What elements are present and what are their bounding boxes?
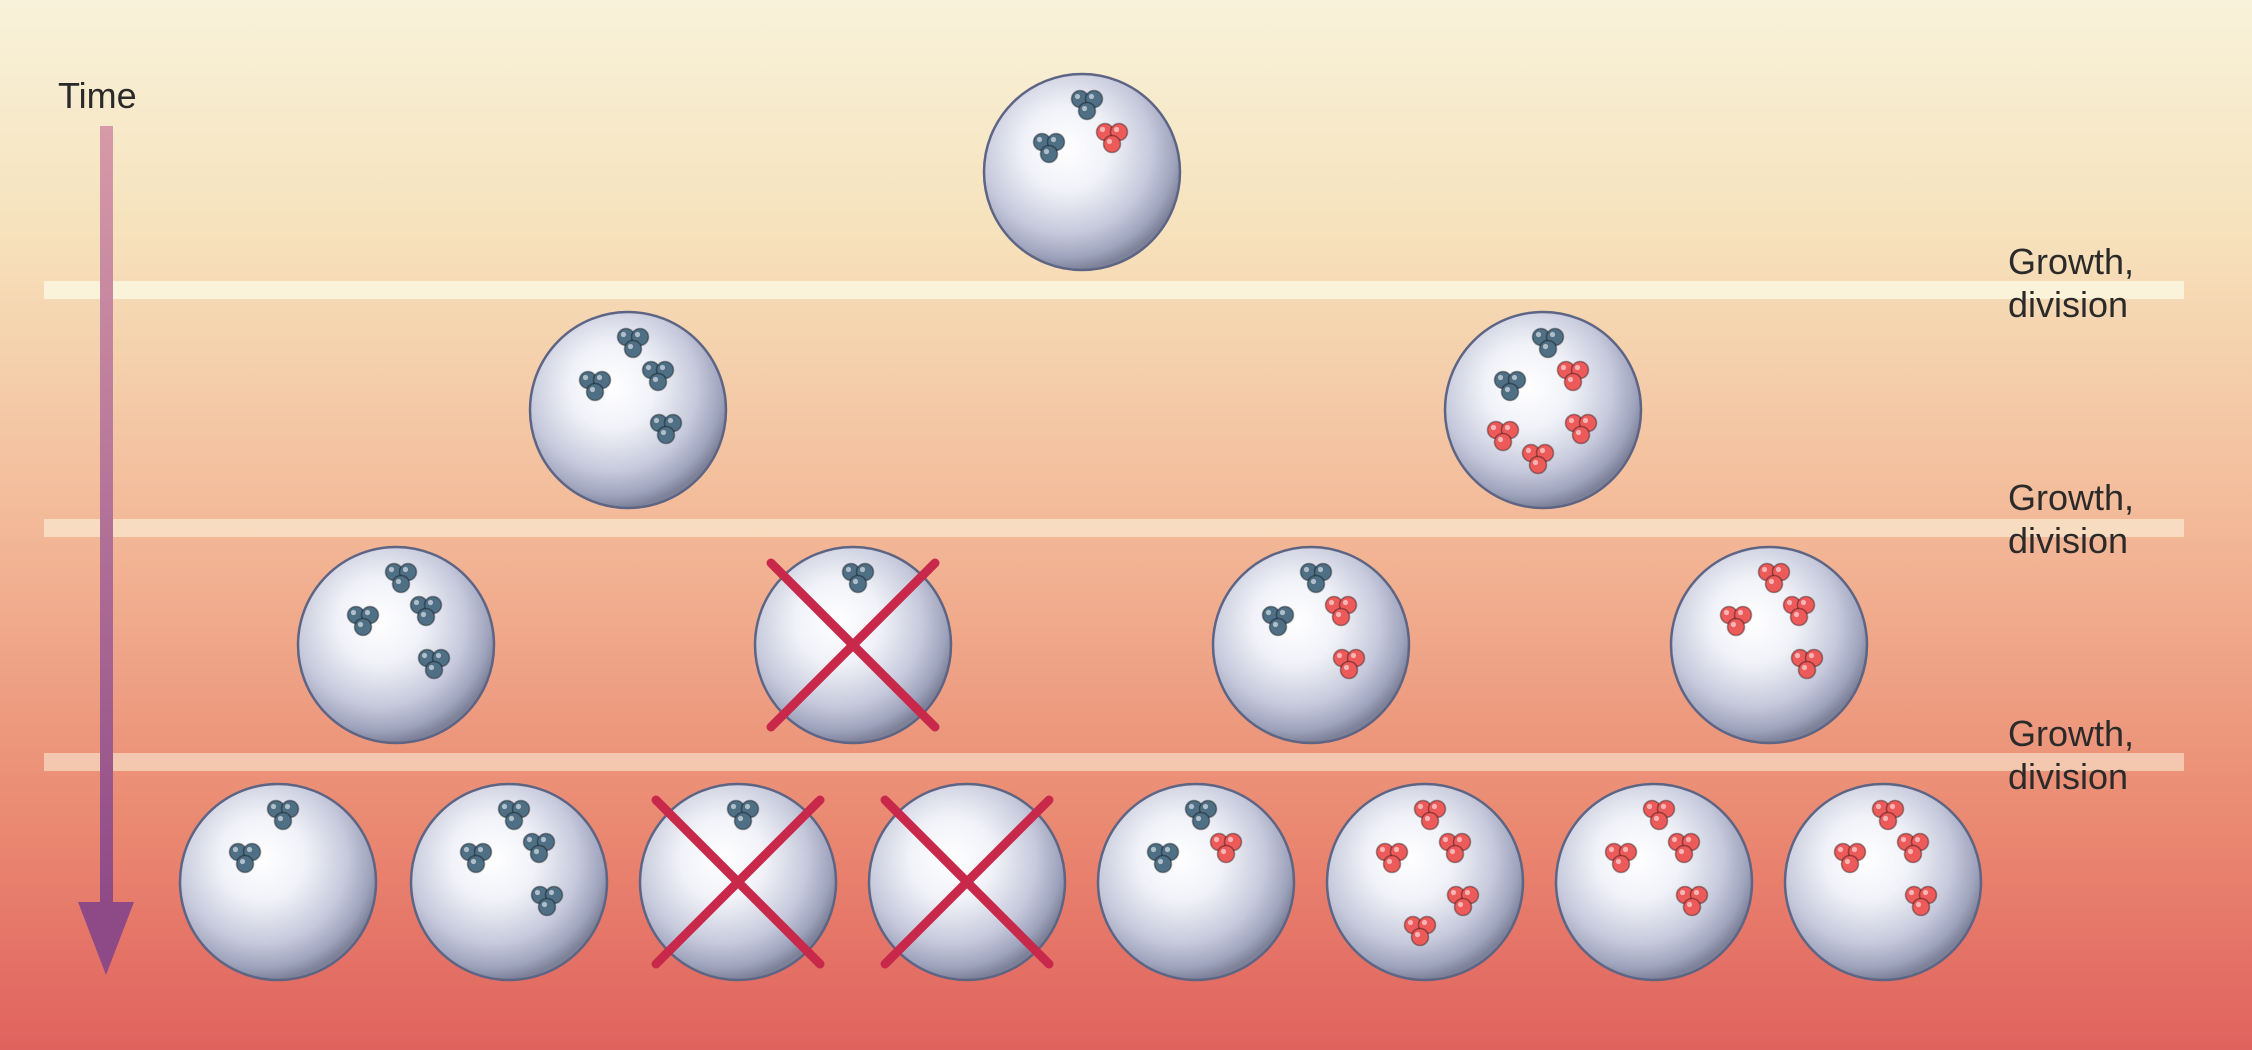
cell xyxy=(296,545,496,745)
cell-body xyxy=(1096,782,1296,982)
time-arrow-head-icon xyxy=(78,902,134,975)
red-organelle-icon xyxy=(1324,595,1358,627)
cell xyxy=(409,782,609,982)
blue-organelle-icon xyxy=(522,832,556,864)
blue-organelle-icon xyxy=(530,885,564,917)
red-organelle-icon xyxy=(1719,605,1753,637)
red-organelle-icon xyxy=(1604,842,1638,874)
cell xyxy=(867,782,1067,982)
cell-body xyxy=(1325,782,1525,982)
blue-organelle-icon xyxy=(649,413,683,445)
blue-organelle-icon xyxy=(726,799,760,831)
stage-label-1-line1: Growth, xyxy=(2008,241,2135,282)
red-organelle-icon xyxy=(1486,420,1520,452)
red-organelle-icon xyxy=(1904,885,1938,917)
blue-organelle-icon xyxy=(1146,842,1180,874)
blue-organelle-icon xyxy=(1032,132,1066,164)
red-organelle-icon xyxy=(1332,648,1366,680)
division-line-1 xyxy=(44,281,2184,299)
cell-body xyxy=(982,72,1182,272)
stage-label-1: Growth, division xyxy=(2008,240,2134,326)
stage-label-2-line1: Growth, xyxy=(2008,477,2135,518)
blue-organelle-icon xyxy=(1070,89,1104,121)
cell-body xyxy=(1211,545,1411,745)
red-organelle-icon xyxy=(1438,832,1472,864)
cell xyxy=(1211,545,1411,745)
red-organelle-icon xyxy=(1209,832,1243,864)
division-line-3 xyxy=(44,753,2184,771)
red-organelle-icon xyxy=(1833,842,1867,874)
cell xyxy=(528,310,728,510)
blue-organelle-icon xyxy=(497,799,531,831)
blue-organelle-icon xyxy=(641,360,675,392)
red-organelle-icon xyxy=(1521,443,1555,475)
cell xyxy=(1783,782,1983,982)
blue-organelle-icon xyxy=(228,842,262,874)
cell xyxy=(178,782,378,982)
cell-body xyxy=(528,310,728,510)
stage-label-3-line2: division xyxy=(2008,756,2129,797)
red-organelle-icon xyxy=(1675,885,1709,917)
blue-organelle-icon xyxy=(578,370,612,402)
cell-body xyxy=(1554,782,1754,982)
blue-organelle-icon xyxy=(1261,605,1295,637)
red-organelle-icon xyxy=(1095,122,1129,154)
cell xyxy=(1096,782,1296,982)
red-organelle-icon xyxy=(1642,799,1676,831)
division-line-2 xyxy=(44,519,2184,537)
time-arrow xyxy=(78,126,134,975)
cell xyxy=(1443,310,1643,510)
red-organelle-icon xyxy=(1782,595,1816,627)
blue-organelle-icon xyxy=(266,799,300,831)
blue-organelle-icon xyxy=(409,595,443,627)
dead-cell-cross-icon xyxy=(880,795,1054,969)
red-organelle-icon xyxy=(1896,832,1930,864)
time-label: Time xyxy=(58,75,137,116)
cell xyxy=(638,782,838,982)
cell xyxy=(753,545,953,745)
dead-cell-cross-icon xyxy=(766,558,940,732)
stage-label-3-line1: Growth, xyxy=(2008,713,2135,754)
cell xyxy=(1669,545,1869,745)
stage-label-2: Growth, division xyxy=(2008,476,2134,562)
cell-body xyxy=(296,545,496,745)
cell xyxy=(1554,782,1754,982)
red-organelle-icon xyxy=(1871,799,1905,831)
red-organelle-icon xyxy=(1556,360,1590,392)
red-organelle-icon xyxy=(1667,832,1701,864)
stage-label-3: Growth, division xyxy=(2008,712,2134,798)
blue-organelle-icon xyxy=(1531,327,1565,359)
cell-body xyxy=(409,782,609,982)
red-organelle-icon xyxy=(1413,799,1447,831)
blue-organelle-icon xyxy=(1299,562,1333,594)
stage-label-2-line2: division xyxy=(2008,520,2129,561)
time-arrow-shaft xyxy=(100,126,113,908)
red-organelle-icon xyxy=(1757,562,1791,594)
cell-body xyxy=(1443,310,1643,510)
red-organelle-icon xyxy=(1446,885,1480,917)
cell xyxy=(982,72,1182,272)
blue-organelle-icon xyxy=(1493,370,1527,402)
blue-organelle-icon xyxy=(616,327,650,359)
red-organelle-icon xyxy=(1403,915,1437,947)
blue-organelle-icon xyxy=(346,605,380,637)
blue-organelle-icon xyxy=(1184,799,1218,831)
cell xyxy=(1325,782,1525,982)
cell-body xyxy=(1669,545,1869,745)
cell-body xyxy=(178,782,378,982)
blue-organelle-icon xyxy=(459,842,493,874)
blue-organelle-icon xyxy=(841,562,875,594)
dead-cell-cross-icon xyxy=(651,795,825,969)
blue-organelle-icon xyxy=(417,648,451,680)
stage-label-1-line2: division xyxy=(2008,284,2129,325)
cell-body xyxy=(1783,782,1983,982)
red-organelle-icon xyxy=(1375,842,1409,874)
red-organelle-icon xyxy=(1564,413,1598,445)
blue-organelle-icon xyxy=(384,562,418,594)
red-organelle-icon xyxy=(1790,648,1824,680)
